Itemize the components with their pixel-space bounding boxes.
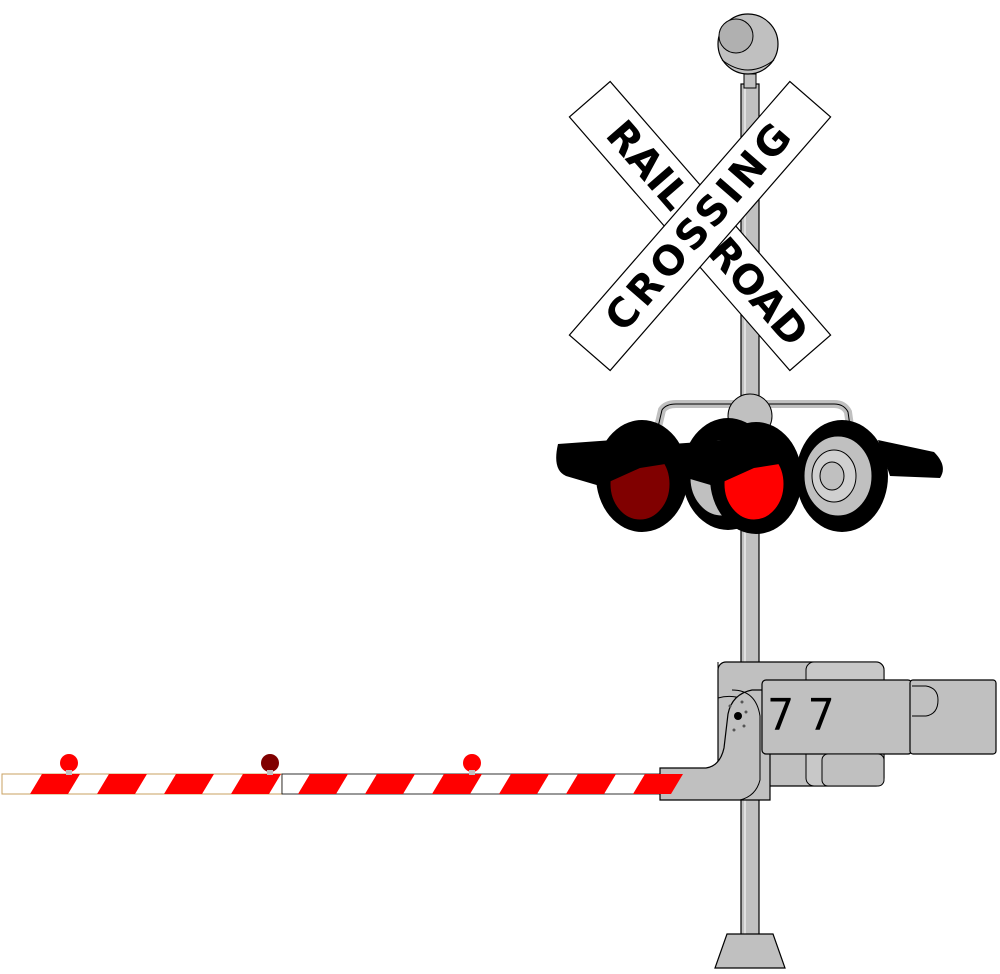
gate-lamp-right <box>463 754 481 775</box>
gate-stripe <box>566 774 616 794</box>
crossbuck-board-crossing <box>568 80 832 372</box>
gate-stripe <box>499 774 549 794</box>
gate-lamp-middle <box>261 754 279 775</box>
gate-stripe <box>97 774 147 794</box>
mechanism-label: 77 <box>768 690 849 741</box>
gate-arm-icon <box>1 754 683 795</box>
gate-stripe <box>231 774 281 794</box>
signal-hood-far-right <box>878 440 943 478</box>
pole-base <box>714 933 786 969</box>
signal-hood-right <box>670 436 795 486</box>
flashing-signal-light-icon <box>556 393 943 534</box>
gate-stripe <box>365 774 415 794</box>
gate-stripe <box>432 774 482 794</box>
gate-stripe <box>30 774 80 794</box>
gate-stripe <box>633 774 683 794</box>
signal-light-rear-right <box>796 420 888 532</box>
gate-mechanism: 77 <box>659 661 997 801</box>
round-beacon-icon <box>717 13 779 89</box>
railroad-crossbuck-icon: RAIL ROAD CROSSING <box>568 80 832 372</box>
signal-hood-left <box>556 436 681 486</box>
gate-lamp-left <box>60 754 78 775</box>
gate-stripe <box>298 774 348 794</box>
gate-stripe <box>164 774 214 794</box>
gate-stripes <box>30 774 683 794</box>
